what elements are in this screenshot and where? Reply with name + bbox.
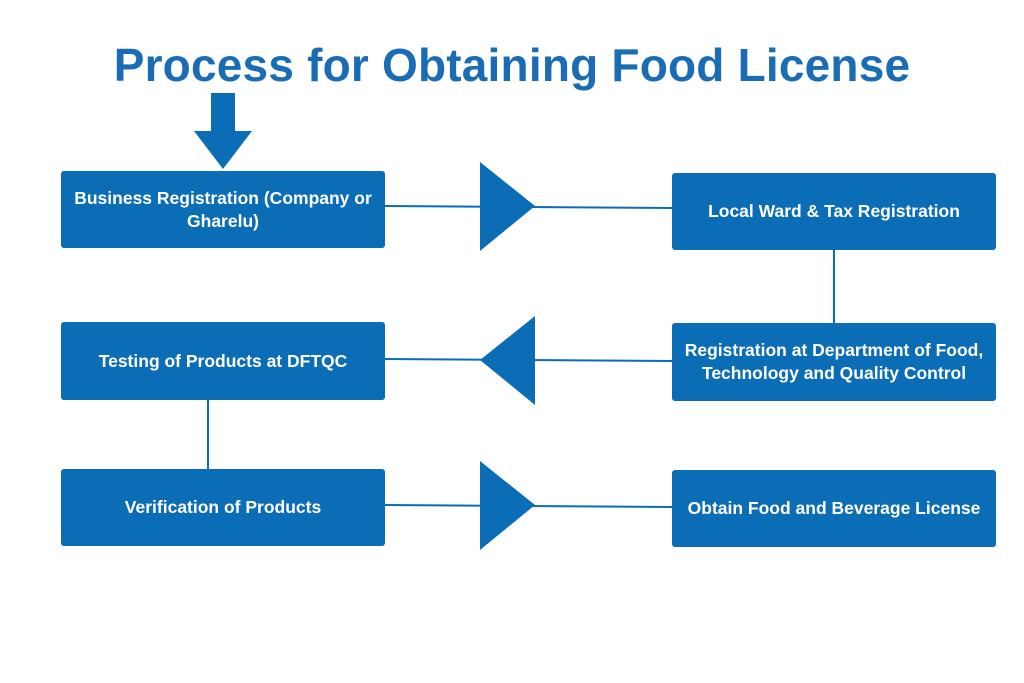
step-label: Testing of Products at DFTQC: [98, 350, 348, 371]
step-business-registration: Business Registration (Company or Gharel…: [61, 171, 385, 248]
step-label: Registration at Department of Food, Tech…: [684, 340, 984, 383]
step-local-ward-tax-registration: Local Ward & Tax Registration: [672, 173, 996, 250]
step-product-verification: Verification of Products: [61, 469, 385, 546]
step-label: Verification of Products: [124, 497, 322, 517]
triangle-left-icon: [480, 316, 535, 405]
page-title: Process for Obtaining Food License: [113, 39, 911, 91]
triangle-right-icon: [480, 461, 535, 550]
triangle-right-icon: [480, 162, 535, 251]
step-obtain-license: Obtain Food and Beverage License: [672, 470, 996, 547]
step-product-testing: Testing of Products at DFTQC: [61, 322, 385, 400]
step-label: Business Registration (Company or Gharel…: [74, 187, 372, 231]
step-department-registration: Registration at Department of Food, Tech…: [672, 323, 996, 401]
arrow-down-icon: [194, 93, 252, 169]
step-label: Local Ward & Tax Registration: [708, 201, 960, 221]
step-label: Obtain Food and Beverage License: [687, 498, 981, 518]
